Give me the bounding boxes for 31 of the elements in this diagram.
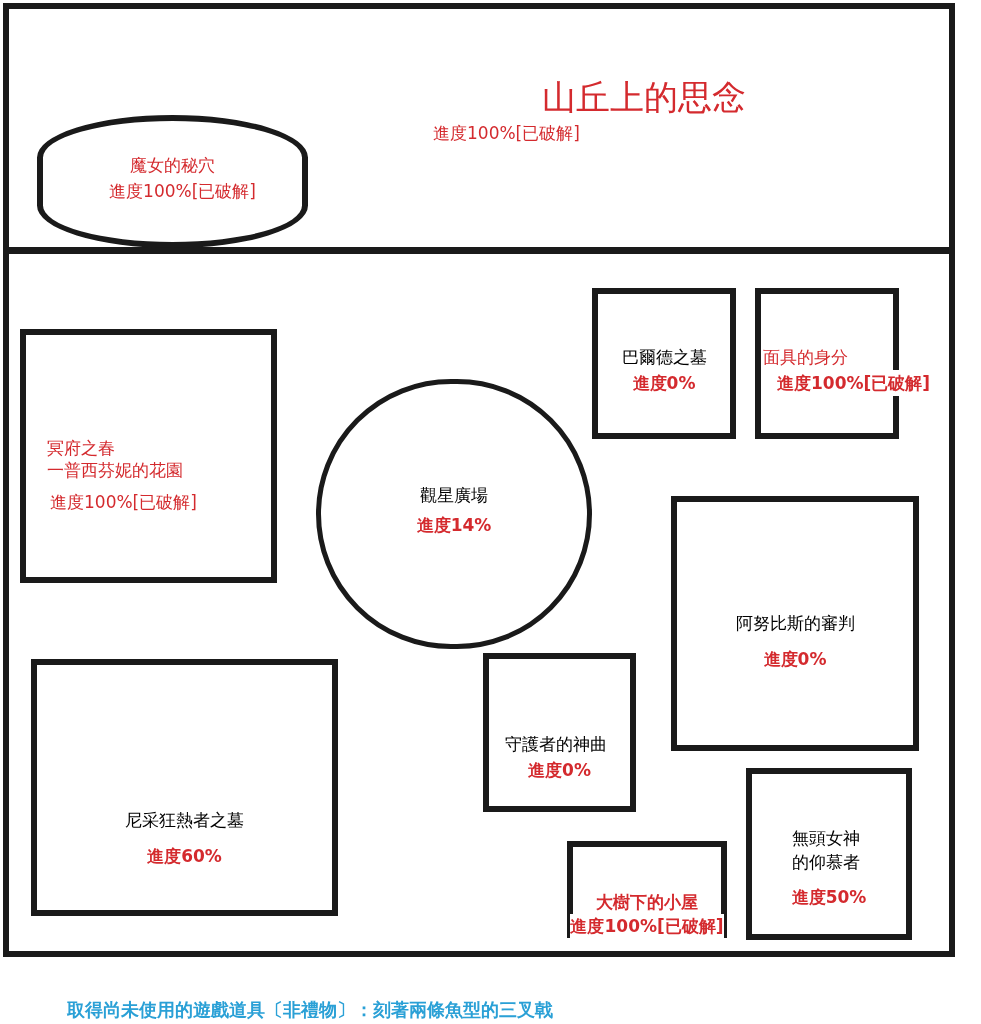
area-box [671, 496, 919, 751]
area-text: 一普西芬妮的花園 [47, 459, 183, 481]
area-text: 進度60% [147, 845, 222, 868]
circle-area [316, 379, 592, 649]
rounded-area [37, 115, 308, 248]
area-box [746, 768, 912, 940]
area-box [20, 329, 277, 583]
area-name: 魔女的秘穴 [130, 153, 215, 177]
area-text: 進度100%[已破解] [433, 122, 580, 145]
area-name: 大樹下的小屋 [596, 891, 698, 914]
area-name: 尼采狂熱者之墓 [125, 809, 244, 832]
area-text: 進度0% [763, 648, 827, 671]
area-text: 進度0% [632, 372, 696, 395]
area-box [567, 841, 727, 938]
area-text: 進度100%[已破解] [570, 914, 724, 938]
area-text: 進度100%[已破解] [777, 370, 931, 396]
area-name: 觀星廣場 [420, 484, 488, 507]
area-name: 冥府之春 [47, 437, 115, 459]
area-text: 進度14% [416, 514, 492, 537]
area-text: 進度50% [791, 886, 867, 909]
area-name: 無頭女神的仰慕者 [792, 827, 862, 874]
note-text: 取得尚未使用的遊戲道具〔非禮物〕：刻著兩條魚型的三叉戟 [67, 998, 553, 1022]
area-name: 面具的身分 [763, 346, 848, 369]
area-name: 山丘上的思念 [542, 76, 746, 119]
area-text: 進度100%[已破解] [109, 179, 256, 203]
area-name: 阿努比斯的審判 [735, 612, 855, 635]
area-box [31, 659, 338, 916]
area-box [592, 288, 736, 439]
area-text: 進度0% [528, 759, 591, 782]
area-box [483, 653, 636, 812]
area-text: 進度100%[已破解] [50, 491, 197, 513]
